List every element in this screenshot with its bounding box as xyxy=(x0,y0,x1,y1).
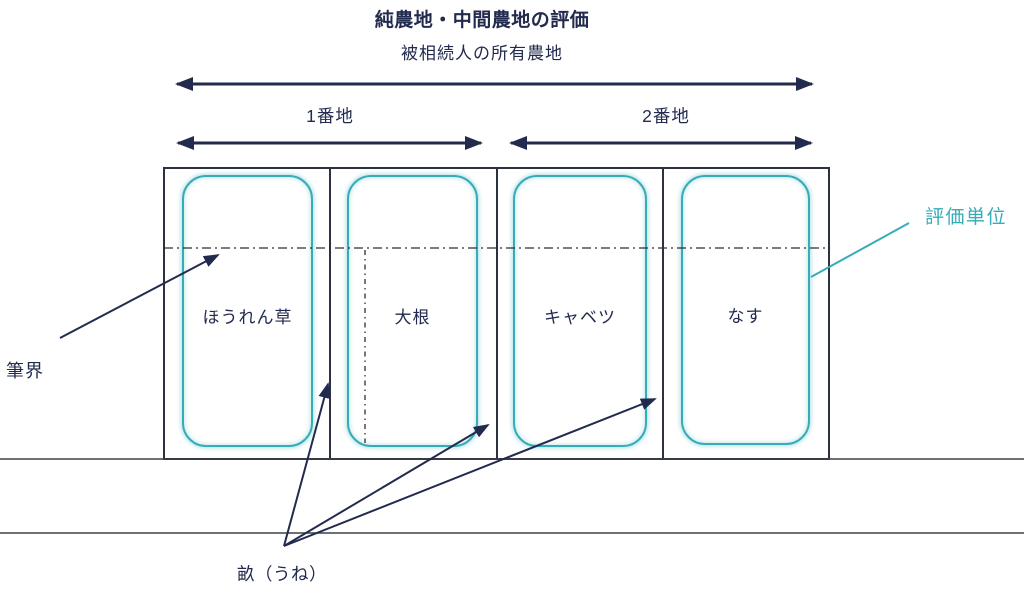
diagram-title: 純農地・中間農地の評価 xyxy=(374,10,590,31)
ridge-label: 畝（うね） xyxy=(237,564,327,584)
ridge-plot-cabbage: キャベツ xyxy=(513,175,647,447)
lot-2-label: 2番地 xyxy=(642,106,690,126)
plot-label-cabbage: キャベツ xyxy=(544,307,616,327)
diagram-subtitle: 被相続人の所有農地 xyxy=(401,44,563,63)
evaluation-unit-label: 評価単位 xyxy=(925,207,1008,228)
ridge-plot-daikon: 大根 xyxy=(347,175,478,447)
plot-label-eggplant: なす xyxy=(727,306,764,326)
parcel-boundary-label: 筆界 xyxy=(6,361,44,381)
ridge-plot-eggplant: なす xyxy=(681,175,810,445)
plot-divider-2 xyxy=(496,169,498,458)
plot-divider-3 xyxy=(662,169,664,458)
lot-1-label: 1番地 xyxy=(306,106,354,126)
ridge-plot-spinach: ほうれん草 xyxy=(182,175,313,447)
plot-label-daikon: 大根 xyxy=(394,307,431,327)
plot-label-spinach: ほうれん草 xyxy=(202,307,293,327)
plot-divider-1 xyxy=(329,169,331,458)
